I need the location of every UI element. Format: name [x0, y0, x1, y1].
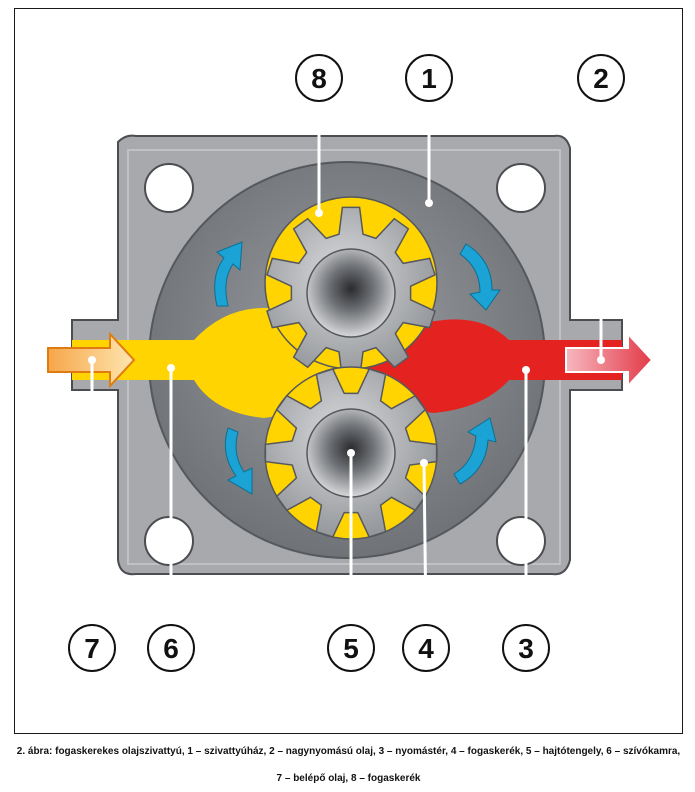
callout-label: 2	[593, 63, 609, 94]
callout-3: 3	[502, 624, 550, 672]
callout-5: 5	[327, 624, 375, 672]
callout-8: 8	[295, 54, 343, 102]
callout-6: 6	[147, 624, 195, 672]
callout-label: 4	[418, 633, 434, 664]
callout-label: 5	[343, 633, 359, 664]
callout-7: 7	[68, 624, 116, 672]
callout-label: 7	[84, 633, 100, 664]
curved-arrow-icon	[459, 243, 501, 311]
upper-gear	[264, 196, 438, 380]
curved-arrow-icon	[214, 241, 243, 307]
callout-label: 1	[421, 63, 437, 94]
rotation-arrows	[214, 241, 501, 495]
pressure-chamber-oil	[366, 319, 622, 413]
leader-dots	[88, 199, 605, 467]
callout-1: 1	[405, 54, 453, 102]
gear-pump-diagram: 8 1 2 7 6 5 4 3	[47, 54, 654, 672]
mounting-holes	[144, 163, 546, 566]
curved-arrow-icon	[224, 427, 253, 495]
arrow-right-icon	[565, 331, 654, 389]
callout-label: 8	[311, 63, 327, 94]
curved-arrow-icon	[453, 417, 497, 485]
callout-label: 3	[518, 633, 534, 664]
callout-label: 6	[163, 633, 179, 664]
suction-chamber-oil	[72, 308, 344, 418]
figure-caption: 2. ábra: fogaskerekes olajszivattyú, 1 –…	[16, 746, 681, 784]
leader-lines	[90, 98, 603, 628]
callout-4: 4	[402, 624, 450, 672]
callout-2: 2	[577, 54, 625, 102]
